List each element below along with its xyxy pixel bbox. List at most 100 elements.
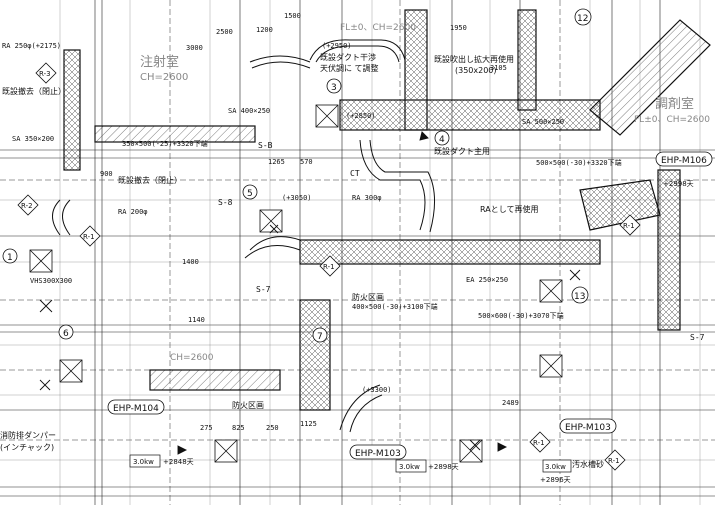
- diamond-r1b: R-1: [323, 263, 335, 271]
- note-fire-zone-1: 防火区画: [352, 292, 384, 302]
- markers: [2, 8, 592, 343]
- marker-3: 3: [331, 83, 337, 93]
- dim-2950: (+2950): [322, 42, 352, 50]
- dim-s7a: S-7: [256, 285, 271, 294]
- duct-diagonal-right: [579, 179, 661, 231]
- tag-2848: +2848天: [163, 458, 194, 466]
- dim-sa-500-250: SA 500×250: [522, 118, 564, 126]
- diamond-r1a: R-1: [83, 233, 95, 241]
- duct-vertical-right: [657, 169, 681, 331]
- duct-vertical-left: [63, 49, 81, 171]
- tag-2998: +2998天: [663, 180, 694, 188]
- dim-ct: CT: [350, 169, 360, 178]
- note-sewage-pump: 汚水槽砂: [572, 459, 604, 469]
- note-removal-1: 既設撤去（閉止）: [2, 86, 66, 96]
- dim-2489: 2489: [502, 399, 519, 407]
- diamond-r1c: R-1: [623, 222, 635, 230]
- dim-duct-400-500: 400×500(-30)+3100下端: [352, 302, 438, 311]
- dim-sb: S-B: [258, 141, 273, 150]
- diamond-r1d: R-1: [533, 439, 545, 447]
- dim-250: 250: [266, 424, 279, 432]
- dim-duct-350-500: 350×500(-25)+3320下端: [122, 139, 208, 148]
- tag-3kw-b: 3.0kw: [399, 463, 420, 471]
- duct-main-left: [94, 125, 256, 143]
- note-existing-outlet: 既設吹出し拡大再使用: [434, 54, 514, 64]
- marker-7: 7: [317, 332, 323, 342]
- marker-6: 6: [63, 329, 69, 339]
- diamond-tags: [17, 62, 641, 471]
- svg-text:EHP-M106: EHP-M106: [661, 156, 707, 166]
- dim-1125: 1125: [300, 420, 317, 428]
- diamond-r1e: R-1: [608, 457, 620, 465]
- duct-diagonal-top-right: [589, 19, 711, 136]
- dim-3050: (+3050): [282, 194, 312, 202]
- dim-sa-350-200: SA 350×200: [12, 135, 54, 143]
- duct-main-center: [339, 99, 601, 131]
- svg-text:EHP-M103: EHP-M103: [355, 449, 401, 459]
- duct-vertical-center: [404, 9, 428, 131]
- dim-1400: 1400: [182, 258, 199, 266]
- flow-arrows: [39, 131, 581, 455]
- diamond-r3: R-3: [39, 70, 51, 78]
- note-existing-outlet-size: (350x200): [455, 66, 497, 75]
- room-prep: 調剤室: [655, 96, 694, 112]
- note-existing-duct-main: 既設ダクト主用: [434, 146, 490, 156]
- marker-5: 5: [247, 189, 253, 199]
- note-reuse-ra: RAとして再使用: [480, 204, 538, 214]
- dim-s7b: S-7: [690, 333, 705, 342]
- duct-horizontal-mid: [299, 239, 601, 265]
- diamond-labels: R-3 R-2 R-1 R-1 R-1 R-1 R-1: [21, 70, 635, 465]
- flex-ducts: [52, 39, 435, 433]
- dim-sa-400-250: SA 400×250: [228, 107, 270, 115]
- dim-570: 570: [300, 158, 313, 166]
- duct-vertical-mid: [517, 9, 537, 111]
- dim-3105: 3105: [490, 64, 507, 72]
- dim-1950: 1950: [450, 24, 467, 32]
- dim-825: 825: [232, 424, 245, 432]
- room-top-center-fl: FL±0、CH=2600: [340, 23, 416, 33]
- dim-2850: (+2850): [346, 112, 376, 120]
- room-prep-ch: FL±0、CH=2600: [634, 115, 710, 125]
- ehp-m103-left: EHP-M103: [349, 444, 407, 460]
- dim-duct-500-500: 500×500(-30)+3320下端: [536, 158, 622, 167]
- ehp-m104: EHP-M104: [107, 399, 165, 415]
- dim-ra-250: RA 250φ(+2175): [2, 42, 61, 50]
- note-removal-2: 既設撤去（閉止）: [118, 175, 182, 185]
- note-fire-zone-2: 防火区画: [232, 400, 264, 410]
- dim-2500: 2500: [216, 28, 233, 36]
- dim-3000: 3000: [186, 44, 203, 52]
- dim-3300: (+3300): [362, 386, 392, 394]
- marker-1: 1: [7, 253, 13, 263]
- dim-1140: 1140: [188, 316, 205, 324]
- dim-900: 900: [100, 170, 113, 178]
- dim-ra-200: RA 200φ: [118, 208, 148, 216]
- svg-text:EHP-M104: EHP-M104: [113, 404, 159, 414]
- note-existing-duct-2: 天伏調に て調整: [320, 63, 379, 73]
- tag-3kw-a: 3.0kw: [133, 458, 154, 466]
- room-injection-ch: CH=2600: [140, 72, 188, 83]
- note-damper: 消防排ダンパー: [0, 430, 56, 440]
- dim-1500: 1500: [284, 12, 301, 20]
- dim-ea: EA 250×250: [466, 276, 508, 284]
- tag-3kw-c: 3.0kw: [545, 463, 566, 471]
- dim-duct-500-600: 500×600(-30)+3070下端: [478, 311, 564, 320]
- dim-1200: 1200: [256, 26, 273, 34]
- dim-ra-300: RA 300φ: [352, 194, 382, 202]
- dim-vhs: VHS300X300: [30, 277, 72, 285]
- duct-vertical-lower: [299, 299, 331, 411]
- dim-s8: S-8: [218, 198, 233, 207]
- note-existing-duct-1: 既設ダクト干渉: [320, 52, 376, 62]
- dimension-labels: SA 350×200 RA 250φ(+2175) SA 400×250 SA …: [2, 12, 705, 432]
- room-injection: 注射室: [140, 54, 179, 70]
- ehp-m106: EHP-M106: [655, 151, 713, 167]
- ehp-m103-right: EHP-M103: [559, 418, 617, 434]
- marker-4: 4: [439, 135, 445, 145]
- room-lower-ch: CH=2600: [170, 353, 214, 363]
- marker-13: 13: [574, 292, 585, 302]
- note-damper-2: (インチャック): [0, 443, 54, 452]
- dim-1265: 1265: [268, 158, 285, 166]
- dim-275: 275: [200, 424, 213, 432]
- heater-tags: 3.0kw +2848天 3.0kw +2898天 3.0kw +2896天 +…: [129, 180, 694, 484]
